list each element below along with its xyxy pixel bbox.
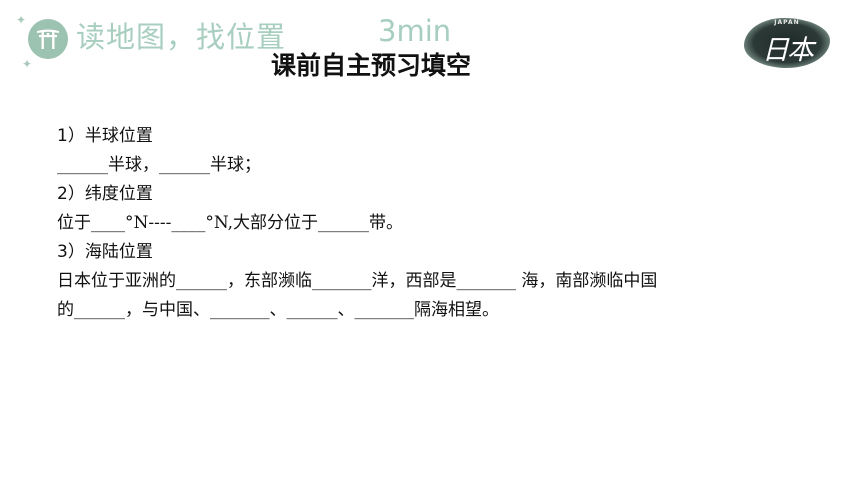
japan-logo: JAPAN 日本 <box>742 10 832 72</box>
section-heading-land-sea: 3）海陆位置 <box>57 242 153 262</box>
fill-in-line-land-sea-2: 的______，与中国、_______、______、_______隔海相望。 <box>57 300 499 320</box>
fill-in-line-latitude: 位于____°N----____°N,大部分位于______带。 <box>57 213 404 233</box>
header-title: 读地图，找位置 <box>76 20 287 54</box>
torii-icon <box>28 19 68 59</box>
sparkle-icon: ✦ <box>22 57 33 71</box>
section-heading-latitude: 2）纬度位置 <box>57 184 153 204</box>
timer-label: 3min <box>378 14 452 48</box>
fill-in-line-hemisphere: ______半球，______半球； <box>57 155 261 175</box>
page-title: 课前自主预习填空 <box>271 51 472 80</box>
logo-small-text: JAPAN <box>774 19 800 26</box>
section-heading-hemisphere: 1）半球位置 <box>57 126 153 146</box>
fill-in-content: 1）半球位置 ______半球，______半球； 2）纬度位置 位于____°… <box>57 122 837 325</box>
logo-big-text: 日本 <box>762 35 814 66</box>
sparkle-icon: ✦ <box>16 13 27 27</box>
logo-ink-splash <box>744 18 830 68</box>
fill-in-line-land-sea-1: 日本位于亚洲的______，东部濒临_______洋，西部是_______ 海，… <box>57 271 658 291</box>
